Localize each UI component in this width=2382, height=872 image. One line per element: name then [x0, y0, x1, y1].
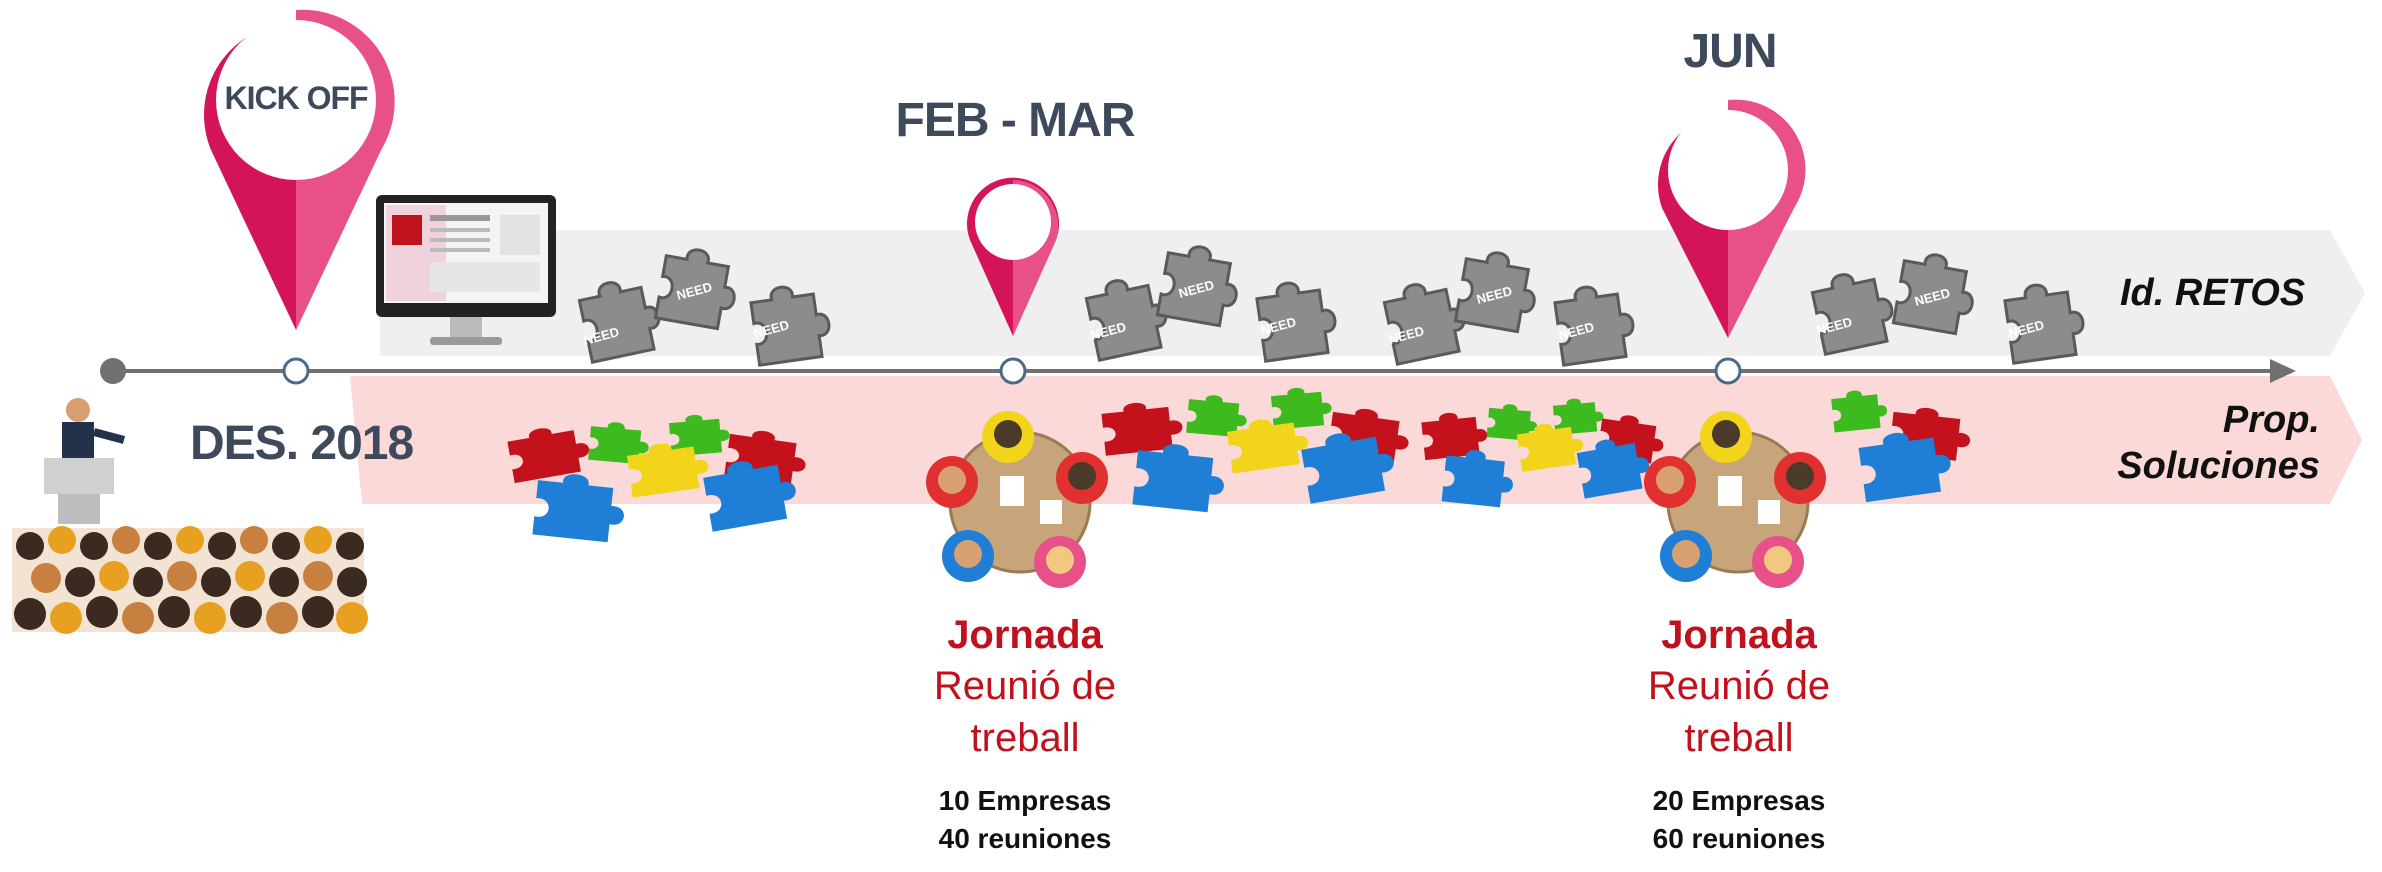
timeline-node-febmar [999, 357, 1027, 385]
computer-monitor-icon [376, 195, 556, 345]
retos-band-label: Id. RETOS [2120, 272, 2306, 314]
timeline-arrowhead [2270, 359, 2296, 383]
timeline-node-kickoff [282, 357, 310, 385]
timeline-start-dot [100, 358, 126, 384]
event-title: Jornada [1661, 613, 1817, 657]
event-stat-companies: 20 Empresas [1652, 785, 1826, 816]
soluciones-label-line-1: Prop. [2222, 399, 2320, 441]
event-stat-companies: 10 Empresas [938, 785, 1112, 816]
event-jornada-2: Jornada Reunió de treball 20 Empresas 60… [1594, 610, 1884, 858]
kickoff-pin-label: KICK OFF [224, 80, 368, 116]
soluciones-label-line-2: Soluciones [2117, 445, 2320, 487]
event-subtitle-line-1: Reunió de [933, 664, 1117, 708]
event-stat-meetings: 60 reuniones [1652, 823, 1826, 854]
event-title: Jornada [947, 613, 1103, 657]
event-stat-meetings: 40 reuniones [938, 823, 1112, 854]
pin-febmar [967, 177, 1059, 336]
meeting-table-icon-2 [1644, 411, 1826, 588]
event-subtitle-line-2: treball [1684, 716, 1794, 760]
speaker-audience-icon [12, 398, 368, 634]
event-subtitle-line-1: Reunió de [1647, 664, 1831, 708]
pin-jun [1658, 99, 1806, 338]
kickoff-date: DES. 2018 [190, 417, 414, 470]
soluciones-band-label: Prop. Soluciones [2100, 397, 2320, 489]
event-subtitle-line-2: treball [970, 716, 1080, 760]
febmar-date: FEB - MAR [895, 94, 1136, 147]
meeting-table-icon-1 [926, 411, 1108, 588]
jun-date: JUN [1683, 25, 1777, 78]
pin-kickoff [204, 9, 395, 331]
timeline-node-jun [1714, 357, 1742, 385]
event-jornada-1: Jornada Reunió de treball 10 Empresas 40… [880, 610, 1170, 858]
